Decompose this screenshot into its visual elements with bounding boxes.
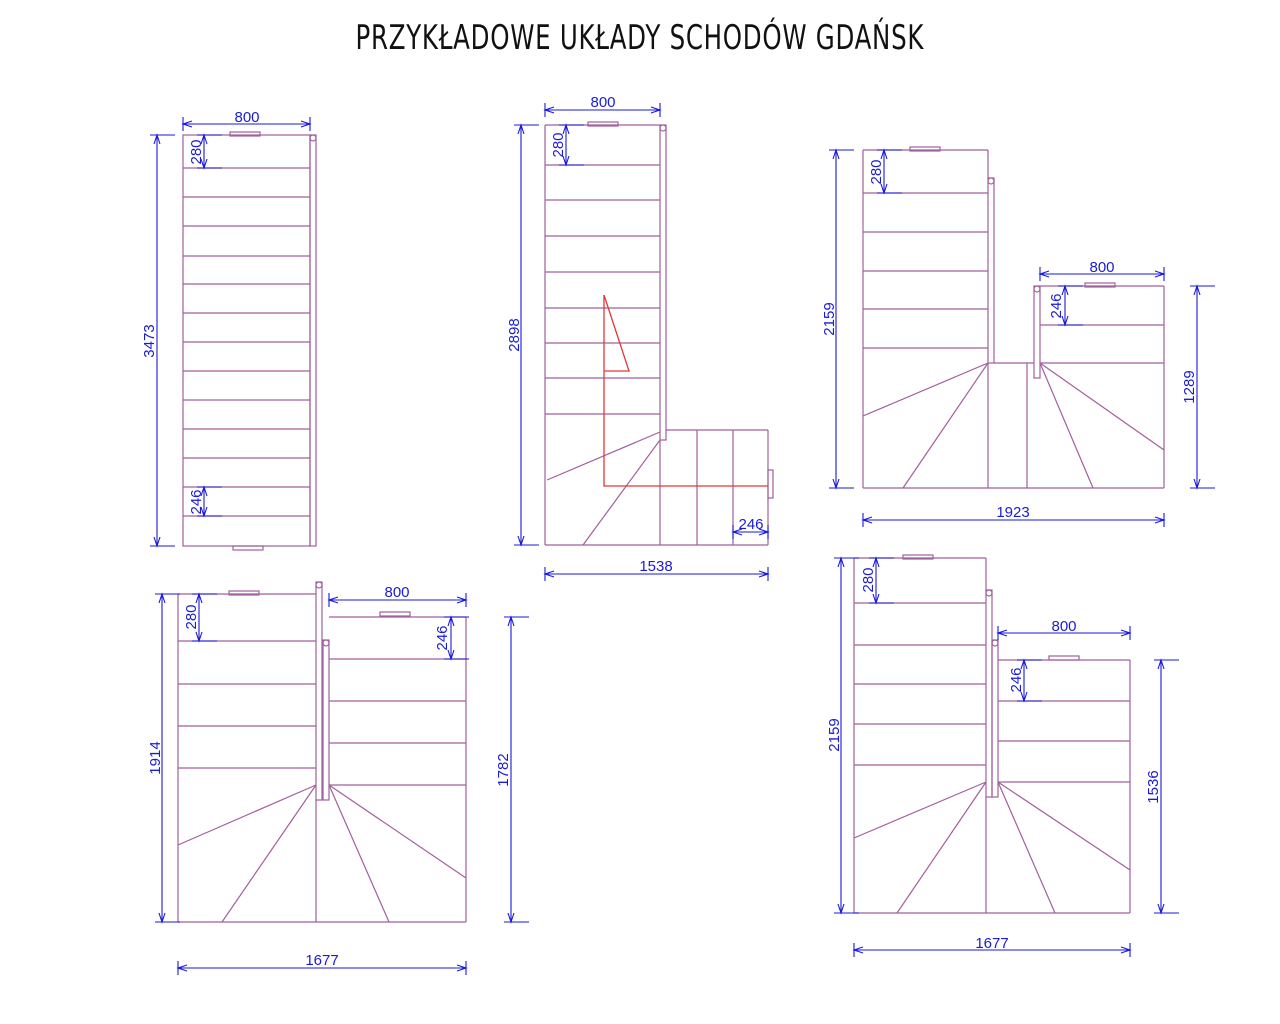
title-text: PRZYKŁADOWE UKŁADY SCHODÓW GDAŃSK (355, 18, 925, 58)
landing-plate (228, 590, 260, 596)
handrail-end (322, 639, 330, 647)
stair-line (902, 362, 989, 489)
dim-label: 280 (188, 139, 205, 164)
dim-label: 3473 (141, 324, 158, 357)
stair-line (328, 784, 390, 923)
handrail (985, 589, 993, 798)
dim-label: 800 (590, 94, 615, 111)
dim-label: 1923 (996, 504, 1029, 521)
handrail-end (309, 134, 317, 142)
dim-label: 1677 (305, 952, 338, 969)
dim-label: 800 (234, 109, 259, 126)
dim-label: 246 (434, 625, 451, 650)
landing-plate (1048, 655, 1080, 661)
dim-label: 1782 (495, 753, 512, 786)
dim-label: 800 (1089, 259, 1114, 276)
landing-plate (902, 554, 934, 560)
dim-label: 1677 (975, 935, 1008, 952)
handrail-end (659, 124, 667, 132)
stair-line (1039, 362, 1094, 489)
stair-line (1039, 362, 1165, 451)
dim-label: 1914 (147, 741, 164, 774)
dim-label: 1536 (1145, 770, 1162, 803)
dim-label: 246 (188, 489, 205, 514)
dim-label: 280 (868, 159, 885, 184)
stair-line (221, 784, 317, 923)
dim-label: 246 (1048, 293, 1065, 318)
handrail-end (991, 639, 999, 647)
dim-label: 280 (183, 604, 200, 629)
direction-arrow (603, 295, 768, 487)
dim-label: 1289 (1181, 370, 1198, 403)
landing-plate (587, 121, 619, 127)
handrail (987, 177, 995, 364)
dim-label: 2159 (826, 718, 843, 751)
handrail-end (1033, 285, 1041, 293)
stair-line (997, 781, 1056, 914)
handrail (309, 134, 317, 547)
stair-line (328, 784, 467, 879)
dim-label: 1538 (639, 558, 672, 575)
handrail (991, 639, 999, 798)
page-title: PRZYKŁADOWE UKŁADY SCHODÓW GDAŃSK (0, 18, 1280, 58)
dim-label: 800 (1051, 618, 1076, 635)
handrail-end (315, 581, 323, 589)
dim-label: 246 (1008, 667, 1025, 692)
stair-line (997, 781, 1131, 871)
handrail-end (985, 589, 993, 597)
landing-plate (232, 545, 264, 551)
dim-label: 2898 (506, 318, 523, 351)
landing-plate (379, 611, 411, 617)
dim-label: 280 (860, 567, 877, 592)
landing-plate (1084, 282, 1116, 288)
handrail-end (987, 177, 995, 185)
stair-line (177, 784, 317, 846)
dim-label: 800 (384, 584, 409, 601)
dim-label: 246 (738, 516, 763, 533)
landing-plate (909, 146, 941, 152)
handrail (315, 581, 323, 801)
stair-line (896, 781, 987, 914)
landing-plate (229, 131, 261, 137)
handrail (1033, 285, 1041, 379)
stair-line (853, 781, 987, 839)
stair-line (862, 362, 989, 417)
landing-plate (767, 469, 774, 499)
stair-line (582, 439, 661, 546)
dim-label: 2159 (821, 302, 838, 335)
direction-arrowhead-icon (603, 294, 630, 372)
dim-label: 280 (550, 132, 567, 157)
handrail (659, 124, 667, 441)
handrail (322, 639, 330, 801)
